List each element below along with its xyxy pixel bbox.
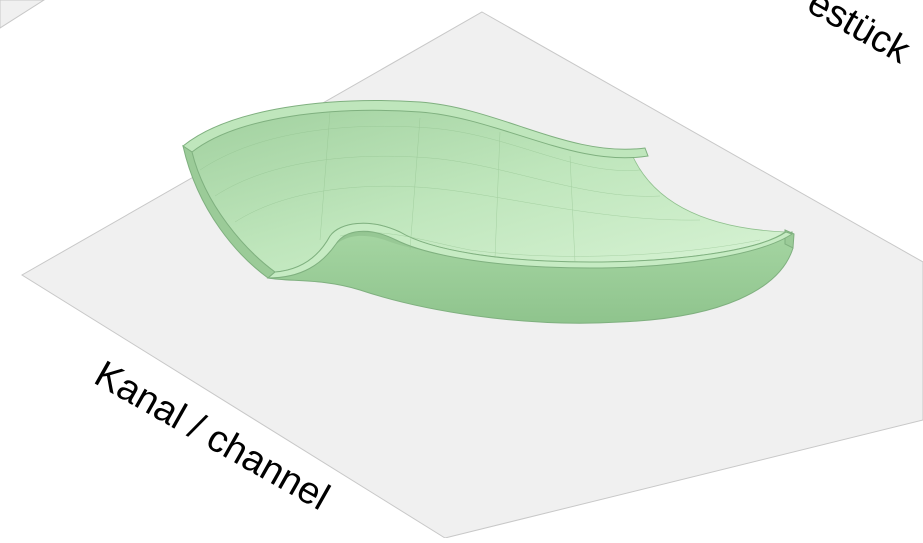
channel-mesh-lines bbox=[199, 111, 761, 263]
secondary-plane-fragment bbox=[0, 0, 45, 29]
channel-part bbox=[182, 100, 795, 324]
channel-front-rim bbox=[266, 222, 794, 279]
back-axis-label: estück bbox=[801, 0, 918, 72]
channel-back-rim bbox=[182, 100, 649, 159]
